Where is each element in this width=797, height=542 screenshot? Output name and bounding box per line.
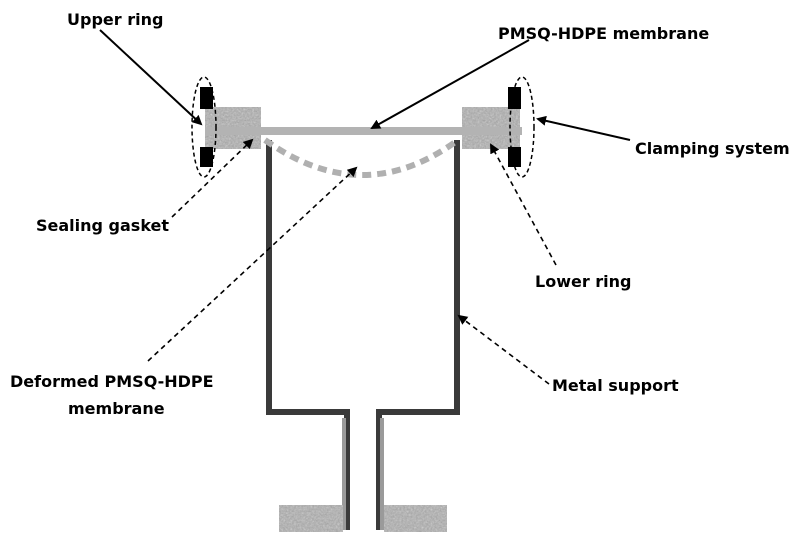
- lower-ring-right: [508, 147, 521, 167]
- clamp-highlight-left: [191, 76, 217, 178]
- bottom-block-left-texture: [279, 505, 343, 532]
- arrow-clamping-system: [536, 115, 631, 141]
- label-sealing-gasket: Sealing gasket: [36, 216, 170, 235]
- label-membrane: PMSQ-HDPE membrane: [498, 24, 710, 43]
- membrane-flat: [205, 127, 522, 135]
- label-lower-ring: Lower ring: [535, 272, 632, 291]
- label-metal-support: Metal support: [552, 376, 679, 395]
- arrow-membrane: [370, 39, 530, 129]
- arrow-sealing-gasket: [171, 138, 254, 218]
- bottom-block-right-texture: [384, 505, 447, 532]
- arrow-deformed-membrane: [147, 166, 358, 362]
- clamp-highlight-right: [509, 76, 535, 178]
- arrow-lower-ring: [490, 143, 557, 266]
- deformed-membrane: [263, 137, 460, 178]
- lower-ring-left: [200, 147, 213, 167]
- label-deformed-membrane-line2: membrane: [68, 399, 165, 418]
- arrow-metal-support: [457, 314, 550, 385]
- label-upper-ring: Upper ring: [67, 10, 164, 29]
- label-deformed-membrane-line1: Deformed PMSQ-HDPE: [10, 372, 214, 391]
- label-clamping-system: Clamping system: [635, 139, 790, 158]
- arrow-upper-ring: [99, 29, 203, 126]
- metal-support-body: [266, 140, 460, 530]
- upper-ring-left: [200, 87, 213, 109]
